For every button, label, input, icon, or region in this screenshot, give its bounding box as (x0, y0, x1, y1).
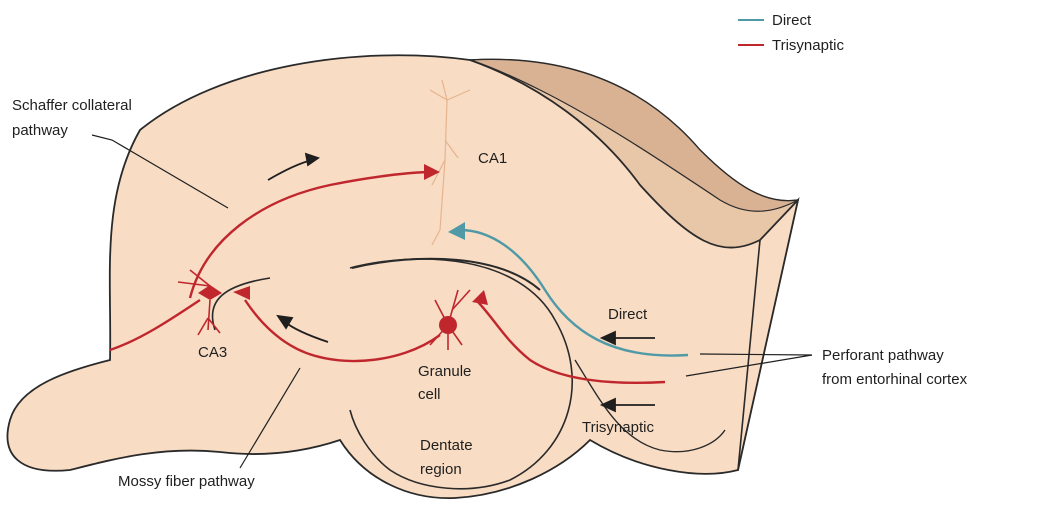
legend: Direct Trisynaptic (738, 12, 844, 54)
ca3-label: CA3 (198, 344, 227, 361)
dentate-label-line1: Dentate (420, 437, 473, 454)
legend-trisynaptic-label: Trisynaptic (772, 37, 844, 54)
direct-label: Direct (608, 306, 648, 323)
trisynaptic-label: Trisynaptic (582, 419, 654, 436)
main-body (8, 55, 799, 498)
granule-label-line1: Granule (418, 363, 471, 380)
perforant-label-line2: from entorhinal cortex (822, 371, 968, 388)
schaffer-label-line1: Schaffer collateral (12, 97, 132, 114)
dentate-label-line2: region (420, 461, 462, 478)
ca1-label: CA1 (478, 150, 507, 167)
hippocampus-slice (8, 55, 799, 498)
mossy-label: Mossy fiber pathway (118, 473, 255, 490)
granule-label-line2: cell (418, 386, 441, 403)
perforant-label-line1: Perforant pathway (822, 347, 944, 364)
schaffer-label-line2: pathway (12, 122, 68, 139)
legend-direct-label: Direct (772, 12, 812, 29)
